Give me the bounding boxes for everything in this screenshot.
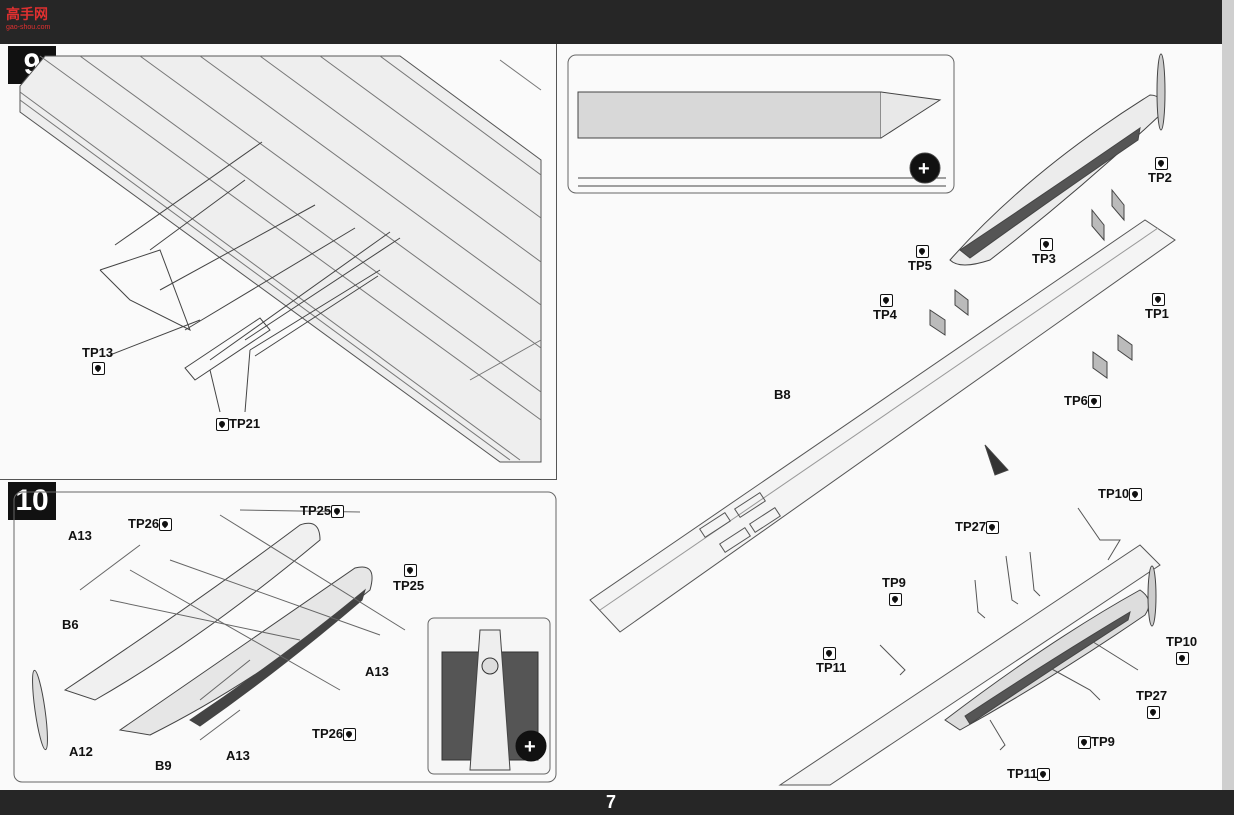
label-tp13: TP13: [82, 345, 114, 360]
top-border: [0, 0, 1234, 44]
label-tp5: TP5: [908, 258, 932, 273]
photo-etch-part-icon: [1155, 155, 1168, 171]
label-tp11: TP11: [816, 660, 847, 675]
label-a13: A13: [68, 528, 92, 543]
label-a13-c: A13: [226, 748, 250, 763]
photo-etch-part-icon: [92, 360, 105, 376]
photo-etch-part-icon: [889, 591, 902, 607]
label-tp26-b: TP26: [312, 726, 357, 742]
label-tp4: TP4: [873, 307, 897, 322]
label-tp26: TP26: [128, 516, 173, 532]
photo-etch-part-icon: [880, 292, 893, 308]
step9-frame-bottom: [0, 479, 557, 480]
photo-etch-part-icon: [1147, 704, 1160, 720]
label-tp1: TP1: [1145, 306, 1169, 321]
page-number: 7: [605, 792, 616, 812]
photo-etch-part-icon: [331, 505, 345, 519]
photo-etch-part-icon: [1087, 395, 1101, 409]
label-tp9-b: TP9: [1078, 734, 1115, 750]
label-a13-b: A13: [365, 664, 389, 679]
photo-etch-part-icon: [1037, 768, 1051, 782]
zoom-in-icon-plus: +: [918, 158, 930, 180]
label-tp21: TP21: [216, 416, 260, 432]
label-tp11-b: TP11: [1007, 766, 1051, 782]
label-tp9: TP9: [882, 575, 906, 590]
photo-etch-part-icon: [1176, 650, 1189, 666]
photo-etch-part-icon: [216, 418, 229, 432]
label-tp25-b: TP25: [393, 578, 425, 593]
watermark-logo: 高手网 gao-shou.com: [6, 4, 50, 31]
photo-etch-part-icon: [986, 521, 1000, 535]
photo-etch-part-icon: [1129, 488, 1143, 502]
label-tp2: TP2: [1148, 170, 1172, 185]
label-tp10-b: TP10: [1166, 634, 1198, 649]
label-b9: B9: [155, 758, 172, 773]
watermark-url: gao-shou.com: [6, 24, 51, 31]
photo-etch-part-icon: [343, 728, 357, 742]
photo-etch-part-icon: [1078, 736, 1091, 750]
svg-text:+: +: [524, 736, 536, 758]
watermark-text: 高手网: [6, 6, 48, 22]
photo-etch-part-icon: [1152, 291, 1165, 307]
photo-etch-part-icon: [916, 243, 929, 259]
page-edge: [1222, 0, 1234, 815]
photo-etch-part-icon: [159, 518, 173, 532]
label-b8: B8: [774, 387, 791, 402]
photo-etch-part-icon: [404, 562, 417, 578]
step-10-number: 10: [8, 482, 56, 520]
label-a12: A12: [69, 744, 93, 759]
bottom-border: [0, 790, 1234, 815]
label-b6: B6: [62, 617, 79, 632]
photo-etch-part-icon: [1040, 236, 1053, 252]
label-tp3: TP3: [1032, 251, 1056, 266]
photo-etch-part-icon: [823, 645, 836, 661]
label-tp6: TP6: [1064, 393, 1101, 409]
label-tp10: TP10: [1098, 486, 1143, 502]
step9-frame-right: [556, 44, 557, 480]
label-tp27: TP27: [955, 519, 1000, 535]
label-tp27-b: TP27: [1136, 688, 1168, 703]
label-tp25: TP25: [300, 503, 345, 519]
